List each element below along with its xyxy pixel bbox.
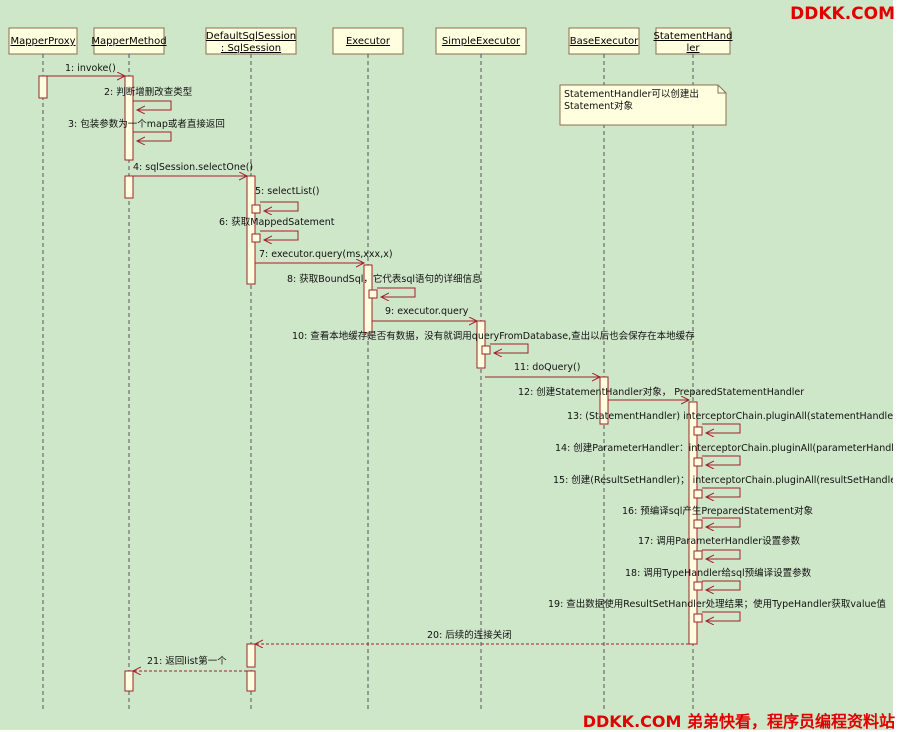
- participant-label: MapperMethod: [91, 36, 166, 47]
- activation-bar: [251, 233, 261, 243]
- activation-bar: [124, 670, 134, 692]
- self-message-arrow: [702, 517, 741, 527]
- activation-bar: [124, 75, 134, 161]
- note-text: Statement对象: [564, 100, 633, 112]
- activation-bar: [693, 613, 703, 623]
- activation-bar: [693, 426, 703, 436]
- message-label: 3: 包装参数为一个map或者直接返回: [68, 118, 225, 130]
- activation-bar: [246, 643, 256, 668]
- participant-label: ler: [686, 43, 700, 54]
- note-box: [559, 84, 727, 126]
- note-fold: [717, 85, 726, 94]
- participant-label: Executor: [346, 36, 391, 47]
- participant-label: : SqlSession: [221, 43, 281, 54]
- self-message-arrow: [260, 201, 299, 211]
- message-label: 4: sqlSession.selectOne(): [133, 162, 253, 173]
- self-message-arrow: [702, 549, 741, 559]
- message-label: 20: 后续的连接关闭: [427, 629, 512, 641]
- message-label: 11: doQuery(): [514, 362, 580, 373]
- message-label: 8: 获取BoundSql，它代表sql语句的详细信息: [287, 273, 482, 285]
- watermark-bottom: DDKK.COM 弟弟快看，程序员编程资料站: [582, 712, 895, 731]
- self-message-arrow: [702, 611, 741, 621]
- self-message-arrow: [702, 423, 741, 433]
- activation-bar: [693, 519, 703, 529]
- message-label: 2: 判断增删改查类型: [104, 86, 193, 98]
- message-label: 17: 调用ParameterHandler设置参数: [638, 535, 801, 547]
- self-message-arrow: [260, 230, 299, 240]
- activation-bar: [246, 670, 256, 692]
- self-message-arrow: [702, 580, 741, 590]
- activation-bar: [476, 320, 486, 369]
- participant-label: SimpleExecutor: [442, 36, 521, 47]
- activation-bar: [251, 204, 261, 214]
- activation-bar: [124, 175, 134, 199]
- message-label: 13: (StatementHandler) interceptorChain.…: [567, 411, 893, 422]
- participant-box: [93, 27, 165, 55]
- participant-label: StatementHand: [654, 31, 733, 42]
- activation-bar: [693, 489, 703, 499]
- participant-label: DefaultSqlSession: [206, 31, 296, 42]
- self-message-arrow: [377, 287, 416, 297]
- activation-bar: [481, 345, 491, 355]
- message-label: 6: 获取MappedSatement: [219, 217, 335, 228]
- activation-bar: [693, 457, 703, 467]
- participant-box: [8, 27, 78, 55]
- message-label: 5: selectList(): [255, 186, 320, 197]
- activation-bar: [693, 581, 703, 591]
- message-label: 18: 调用TypeHandler给sql预编译设置参数: [625, 567, 812, 579]
- self-message-arrow: [702, 455, 741, 465]
- participant-label: BaseExecutor: [570, 36, 639, 47]
- message-label: 12: 创建StatementHandler对象， PreparedStatem…: [518, 386, 804, 398]
- activation-bar: [246, 175, 256, 285]
- message-label: 16: 预编译sql产生PreparedStatement对象: [622, 505, 813, 517]
- activation-bar: [693, 550, 703, 560]
- message-label: 19: 查出数据使用ResultSetHandler处理结果；使用TypeHan…: [548, 598, 886, 610]
- participant-box: [568, 27, 640, 55]
- message-label: 10: 查看本地缓存是否有数据，没有就调用queryFromDatabase,查…: [292, 330, 695, 342]
- participant-box: [332, 27, 404, 55]
- message-label: 7: executor.query(ms,xxx,x): [259, 249, 393, 260]
- activation-bar: [363, 264, 373, 334]
- activation-bar: [38, 75, 48, 99]
- participant-box: [655, 27, 731, 55]
- message-label: 1: invoke(): [65, 63, 116, 74]
- message-label: 14: 创建ParameterHandler：interceptorChain.…: [555, 442, 893, 454]
- message-label: 9: executor.query: [385, 306, 469, 317]
- watermark-top: DDKK.COM: [790, 4, 895, 24]
- activation-bar: [368, 289, 378, 299]
- self-message-arrow: [133, 131, 172, 141]
- self-message-arrow: [133, 100, 172, 110]
- participant-label: MapperProxy: [10, 36, 75, 47]
- self-message-arrow: [490, 343, 529, 353]
- message-label: 21: 返回list第一个: [147, 655, 227, 667]
- participant-box: [205, 27, 297, 55]
- note-text: StatementHandler可以创建出: [564, 88, 699, 100]
- participant-box: [435, 27, 527, 55]
- message-label: 15: 创建(ResultSetHandler)； interceptorCha…: [553, 474, 893, 486]
- self-message-arrow: [702, 487, 741, 497]
